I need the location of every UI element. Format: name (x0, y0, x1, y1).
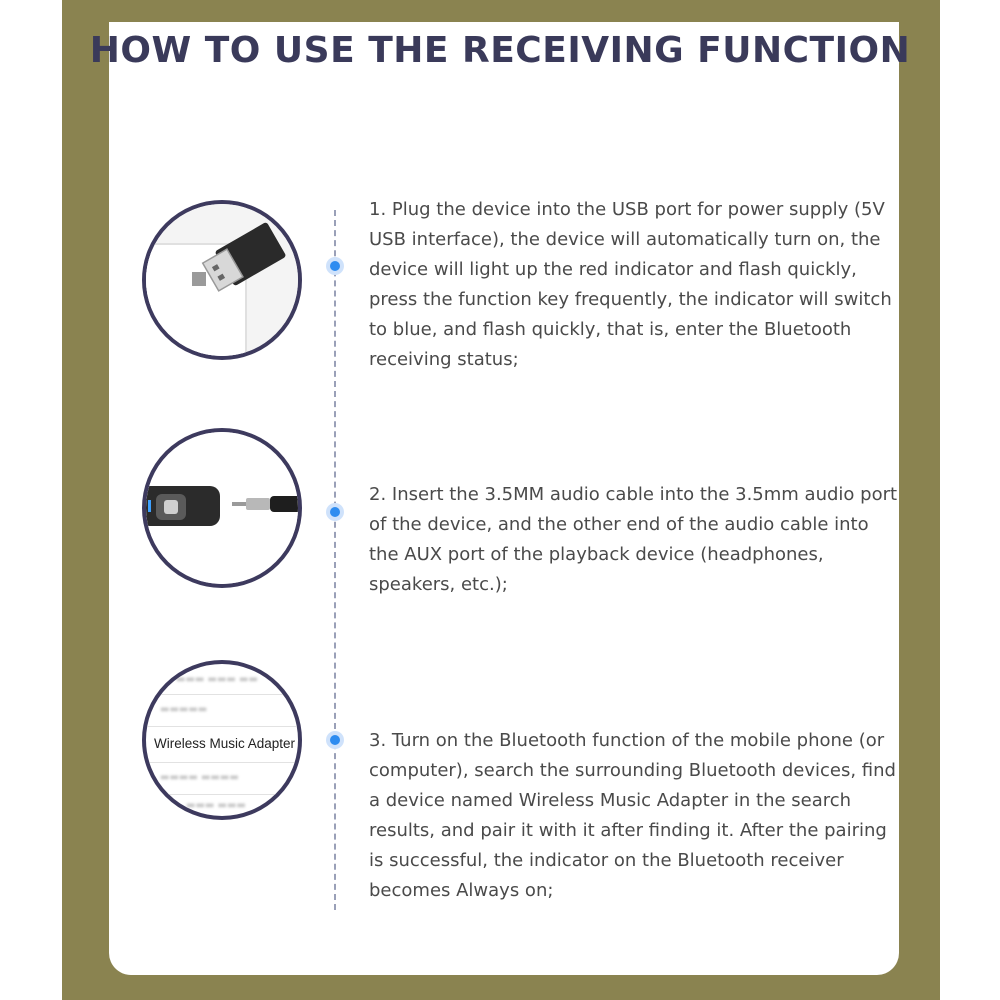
step-2-image-audio-cable (142, 428, 302, 588)
step-1-text: 1. Plug the device into the USB port for… (369, 199, 892, 370)
step-3-image-bluetooth-list: ▬▬▬ ▬▬▬ ▬▬ ▬▬▬▬▬ Wireless Music Adapter … (142, 660, 302, 820)
step-2-text: 2. Insert the 3.5MM audio cable into the… (369, 484, 898, 595)
timeline-dot-3 (330, 735, 340, 745)
step-3-text: 3. Turn on the Bluetooth function of the… (369, 730, 896, 901)
page-title: HOW TO USE THE RECEIVING FUNCTION (89, 30, 911, 71)
timeline-line (334, 210, 336, 910)
timeline-dot-2 (330, 507, 340, 517)
step-1-image-usb (142, 200, 302, 360)
usb-plug-icon (146, 204, 298, 356)
device-list-item-label: Wireless Music Adapter (154, 736, 296, 751)
audio-jack-icon (146, 432, 298, 584)
timeline-dot-1 (330, 261, 340, 271)
